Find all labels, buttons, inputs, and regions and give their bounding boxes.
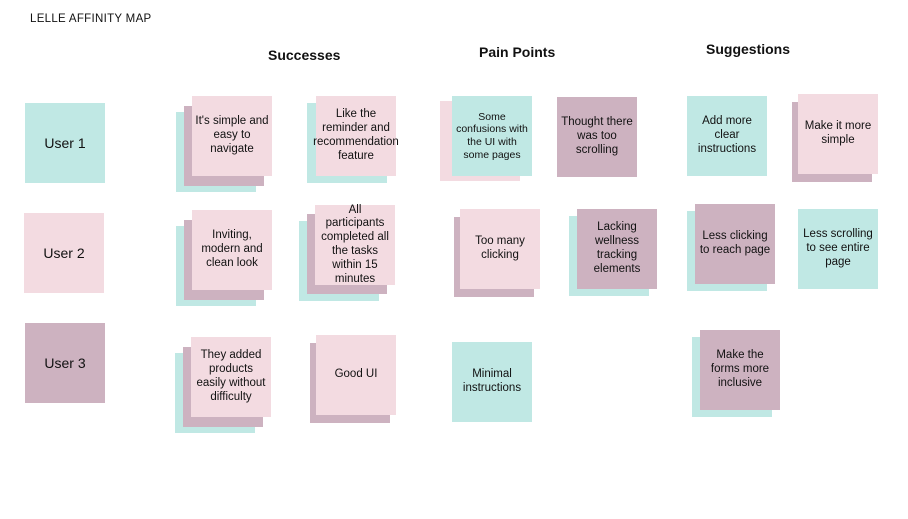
user-2-note[interactable]: User 2: [24, 213, 104, 293]
user-3-label: User 3: [44, 354, 86, 371]
user-1-note[interactable]: User 1: [25, 103, 105, 183]
sticky-note[interactable]: Good UI: [316, 335, 396, 415]
note-text: Make the forms more inclusive: [710, 349, 770, 389]
sticky-note[interactable]: All participants completed all the tasks…: [315, 203, 395, 285]
note-text: Good UI: [334, 368, 378, 381]
note-text: Some confusions with the UI with some pa…: [456, 110, 528, 161]
sticky-note[interactable]: Too many clicking: [460, 209, 540, 289]
note-text: Less scrolling to see entire page: [803, 228, 873, 268]
note-text: Like the reminder and recommendation fea…: [313, 108, 399, 162]
sticky-note[interactable]: Less clicking to reach page: [695, 204, 775, 284]
sticky-note[interactable]: They added products easily without diffi…: [191, 337, 271, 417]
sticky-note[interactable]: Lacking wellness tracking elements: [577, 209, 657, 289]
sticky-note[interactable]: It's simple and easy to navigate: [192, 96, 272, 176]
user-3-note[interactable]: User 3: [25, 323, 105, 403]
user-1-label: User 1: [44, 134, 86, 151]
note-text: Add more clear instructions: [697, 115, 757, 155]
header-suggestions: Suggestions: [706, 41, 791, 57]
header-successes: Successes: [268, 47, 341, 63]
note-text: All participants completed all the tasks…: [321, 203, 389, 285]
note-text: Minimal instructions: [462, 368, 522, 394]
header-pain-points: Pain Points: [479, 44, 556, 60]
sticky-note[interactable]: Some confusions with the UI with some pa…: [452, 96, 532, 176]
user-2-label: User 2: [43, 244, 85, 261]
sticky-note[interactable]: Make it more simple: [798, 94, 878, 174]
note-text: It's simple and easy to navigate: [195, 115, 269, 155]
page-title: LELLE AFFINITY MAP: [30, 13, 152, 25]
sticky-note[interactable]: Make the forms more inclusive: [700, 330, 780, 410]
note-text: Make it more simple: [804, 120, 872, 146]
sticky-note[interactable]: Inviting, modern and clean look: [192, 210, 272, 290]
sticky-note[interactable]: Add more clear instructions: [687, 96, 767, 176]
note-text: They added products easily without diffi…: [196, 349, 266, 403]
note-text: Inviting, modern and clean look: [201, 229, 263, 269]
sticky-note[interactable]: Less scrolling to see entire page: [798, 209, 878, 289]
note-text: Thought there was too scrolling: [561, 116, 633, 156]
sticky-note[interactable]: Minimal instructions: [452, 342, 532, 422]
sticky-note[interactable]: Thought there was too scrolling: [557, 97, 637, 177]
note-text: Too many clicking: [475, 235, 525, 261]
note-text: Lacking wellness tracking elements: [593, 221, 641, 275]
note-text: Less clicking to reach page: [699, 230, 771, 256]
sticky-note[interactable]: Like the reminder and recommendation fea…: [313, 96, 399, 176]
